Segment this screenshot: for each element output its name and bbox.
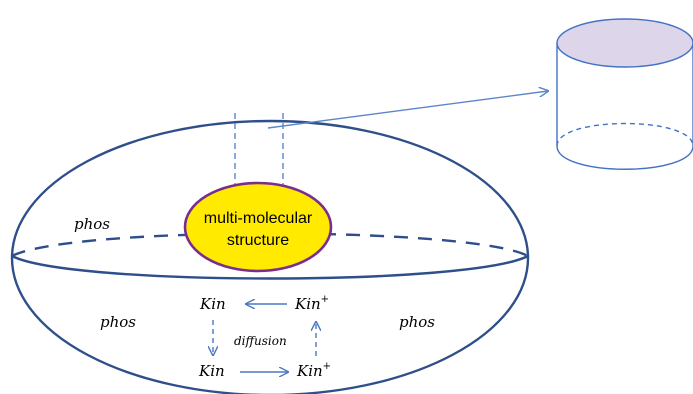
kin-label-top-left: Kin: [199, 295, 226, 313]
structure-label-line2: structure: [227, 232, 289, 249]
phos-label-right: phos: [399, 313, 435, 331]
zoom-arrow: [267, 91, 548, 129]
equator-front-solid-arc: [11, 254, 529, 280]
cylinder-top: [556, 18, 693, 68]
multi-molecular-structure: [183, 181, 333, 273]
cylinder-bottom-front: [556, 145, 693, 170]
kin-label-bottom-right: Kin+: [296, 361, 331, 380]
diffusion-label: diffusion: [234, 334, 287, 348]
phos-label-top-left: phos: [74, 215, 110, 233]
cylinder-bottom-back: [556, 122, 693, 147]
phos-label-left: phos: [100, 313, 136, 331]
cylinder-inset: [556, 18, 693, 170]
cell-outline: [10, 119, 530, 394]
structure-label-line1: multi-molecular: [204, 210, 313, 227]
kin-label-bottom-left: Kin: [198, 362, 225, 380]
kin-label-top-right: Kin+: [294, 294, 329, 313]
